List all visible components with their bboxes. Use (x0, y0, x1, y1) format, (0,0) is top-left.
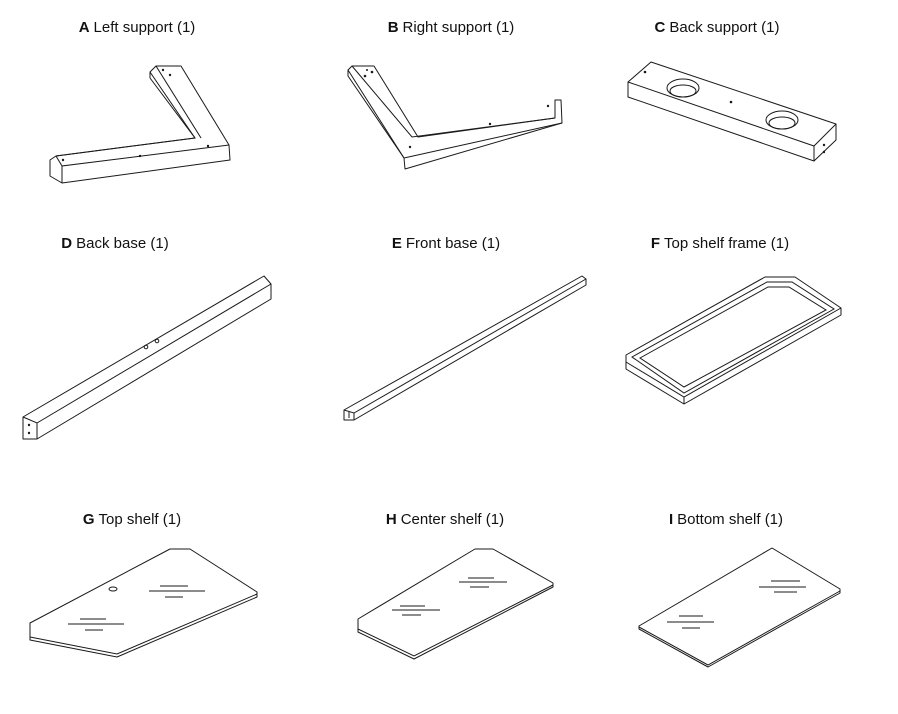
part-i-letter: I (668, 511, 674, 528)
part-f-letter: F (650, 235, 661, 252)
front-base-drawing (343, 275, 587, 421)
part-d-letter: D (61, 235, 73, 252)
part-g-qty: (1) (162, 511, 182, 528)
part-b-qty: (1) (495, 19, 515, 36)
part-b-letter: B (387, 19, 399, 36)
part-c-name: Back support (669, 19, 757, 36)
part-f-qty: (1) (770, 235, 790, 252)
part-g-name: Top shelf (98, 511, 159, 528)
part-b-name: Right support (402, 19, 492, 36)
part-e-letter: E (391, 235, 402, 252)
part-c-qty: (1) (761, 19, 780, 36)
part-g-letter: G (82, 511, 95, 528)
part-a-qty: (1) (176, 19, 196, 36)
part-c-letter: C (654, 19, 666, 36)
part-h-name: Center shelf (400, 511, 482, 528)
top-shelf-frame-drawing (625, 276, 842, 405)
part-a-letter: A (78, 19, 90, 36)
part-e-qty: (1) (481, 235, 501, 252)
part-h-letter: H (385, 511, 397, 528)
part-h-qty: (1) (485, 511, 505, 528)
part-a-name: Left support (93, 19, 173, 36)
part-i-qty: (1) (764, 511, 784, 528)
right-support-drawing (347, 65, 563, 170)
bottom-shelf-drawing (638, 547, 841, 668)
part-d-qty: (1) (150, 235, 169, 252)
back-base-drawing (22, 275, 272, 440)
part-e-name: Front base (405, 235, 478, 252)
part-f-name: Top shelf frame (664, 235, 767, 252)
top-shelf-drawing (29, 548, 258, 658)
left-support-drawing (49, 65, 231, 184)
center-shelf-drawing (357, 548, 554, 660)
back-support-drawing (627, 61, 837, 162)
part-i-name: Bottom shelf (677, 511, 761, 528)
part-d-name: Back base (76, 235, 147, 252)
